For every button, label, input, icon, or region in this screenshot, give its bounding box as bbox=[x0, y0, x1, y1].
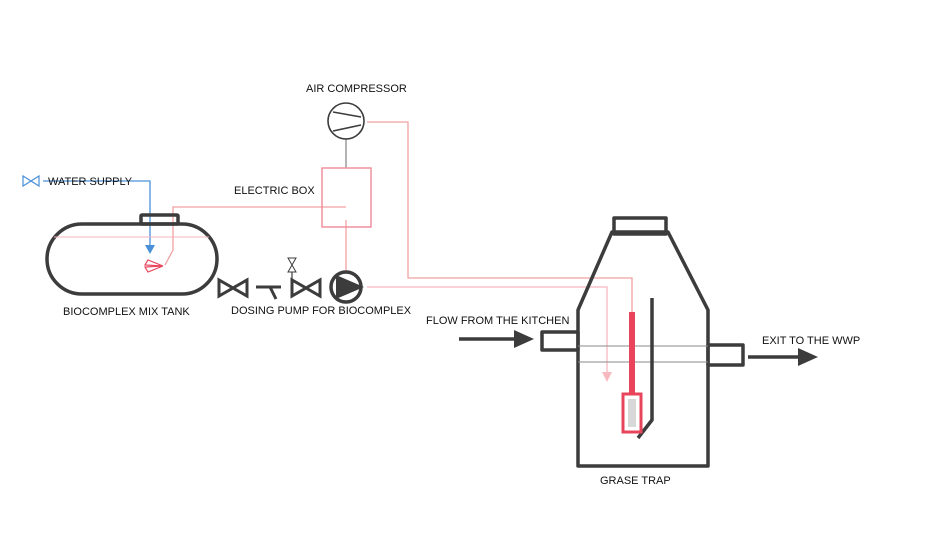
exit-arrow bbox=[748, 348, 818, 366]
air-line bbox=[367, 121, 633, 312]
water-arrowhead bbox=[145, 245, 155, 254]
label-flow-in: FLOW FROM THE KITCHEN bbox=[426, 315, 569, 327]
label-water-supply: WATER SUPPLY bbox=[48, 176, 133, 188]
mixer-power-line bbox=[164, 206, 346, 266]
air-compressor-icon bbox=[327, 102, 365, 140]
tank-mixer-icon bbox=[143, 259, 164, 273]
flow-in-arrow bbox=[459, 330, 534, 348]
strainer-icon bbox=[256, 285, 281, 300]
valve-icon bbox=[217, 277, 249, 299]
grease-trap bbox=[540, 216, 745, 468]
label-electric-box: ELECTRIC BOX bbox=[234, 185, 315, 197]
inlet-pipe bbox=[540, 330, 580, 352]
water-line bbox=[43, 180, 151, 249]
dosing-line bbox=[367, 286, 608, 378]
label-exit: EXIT TO THE WWP bbox=[762, 335, 860, 347]
label-mix-tank: BIOCOMPLEX MIX TANK bbox=[63, 306, 190, 318]
outlet-pipe bbox=[706, 343, 745, 367]
aerator-tube bbox=[629, 312, 635, 396]
label-dosing-pump: DOSING PUMP FOR BIOCOMPLEX bbox=[231, 305, 412, 317]
water-supply-valve-icon bbox=[22, 174, 40, 188]
vent-valve-icon bbox=[287, 257, 297, 283]
dosing-pump-icon bbox=[329, 270, 364, 304]
biocomplex-mix-tank bbox=[45, 213, 219, 296]
electric-box bbox=[321, 167, 372, 228]
trap-baffle bbox=[636, 298, 654, 440]
label-air-compressor: AIR COMPRESSOR bbox=[306, 83, 407, 95]
dosing-arrowhead bbox=[602, 372, 612, 382]
label-grease-trap: GRASE TRAP bbox=[600, 475, 671, 487]
check-valve-icon bbox=[290, 277, 322, 299]
